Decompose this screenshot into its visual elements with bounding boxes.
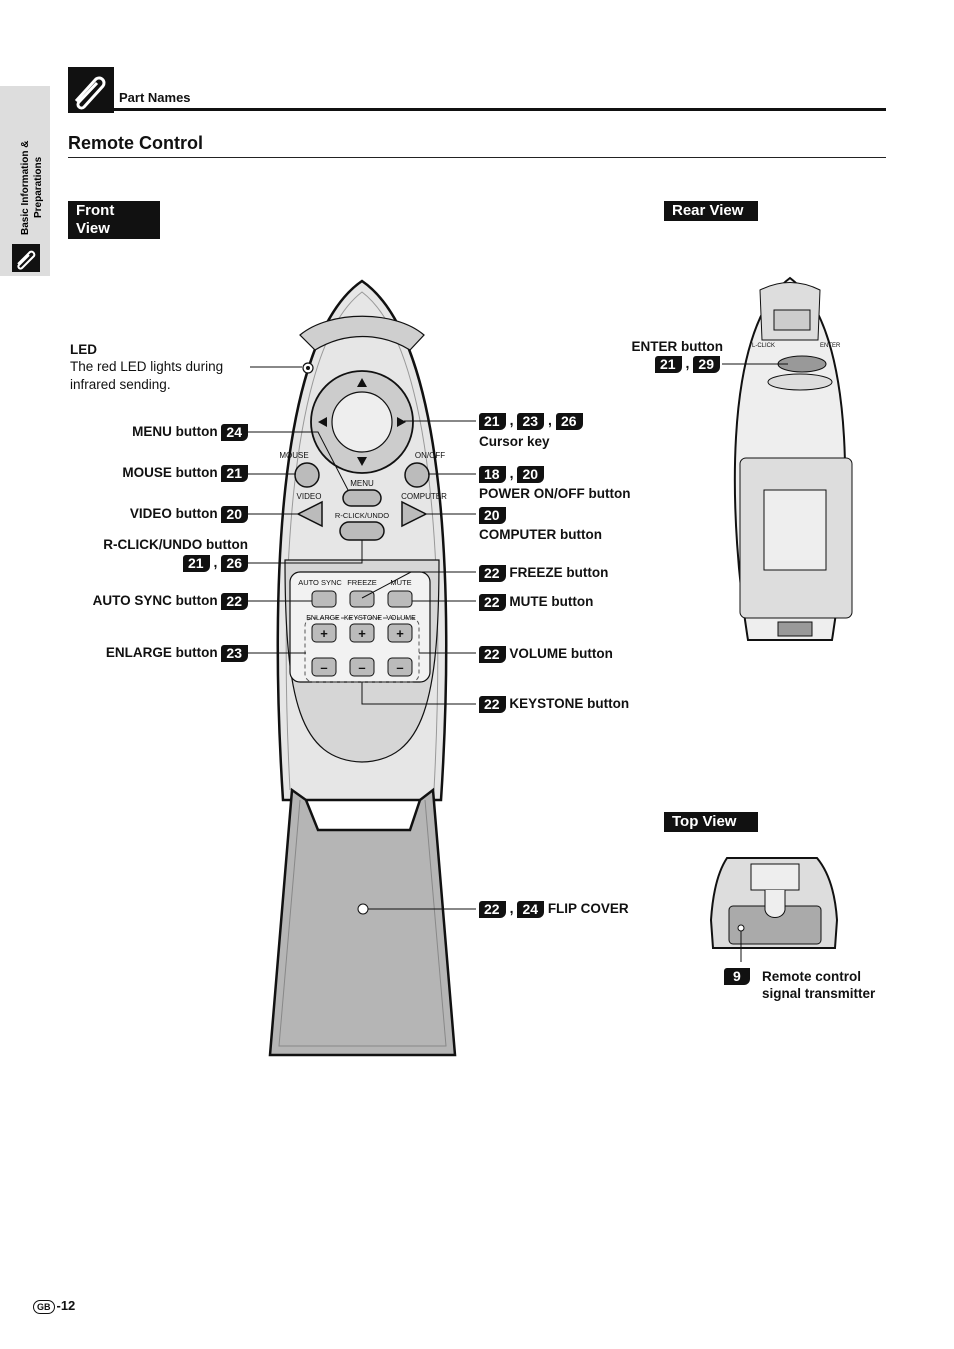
transmitter-ref: 9 (724, 967, 750, 985)
computer-refs: 20 (479, 506, 506, 524)
keystone-callout: 22 KEYSTONE button (479, 695, 629, 713)
mouse-text: MOUSE (279, 451, 308, 460)
cursor-ref-3: 26 (555, 412, 583, 430)
mouse-ref: 21 (221, 464, 248, 482)
computer-label: COMPUTER button (479, 527, 602, 542)
cursor-ref-1: 21 (479, 412, 506, 430)
page-number: GB-12 (33, 1298, 75, 1314)
rear-remote-illustration: L-CLICK ENTER (733, 276, 853, 641)
freeze-label: FREEZE button (509, 565, 609, 580)
rclick-callout-label: R-CLICK/UNDO button (103, 537, 248, 552)
enlarge-callout-label: ENLARGE button (105, 645, 218, 660)
video-text: VIDEO (297, 492, 322, 501)
keystone-ref: 22 (479, 695, 506, 713)
page-title: Remote Control (68, 133, 203, 153)
led-label: LED (70, 342, 97, 357)
mute-label: MUTE button (509, 594, 594, 609)
section-label: Part Names (119, 90, 191, 105)
menu-ref: 24 (221, 423, 248, 441)
enter-callout-refs: 21,29 (654, 355, 720, 373)
volume-ref: 22 (479, 645, 506, 663)
enter-callout-label: ENTER button (631, 339, 723, 354)
volume-label: VOLUME button (509, 646, 613, 661)
flipcover-ref-1: 22 (479, 900, 506, 918)
enlarge-ref: 23 (221, 644, 248, 662)
volume-callout: 22 VOLUME button (479, 645, 613, 663)
computer-text: COMPUTER (401, 492, 447, 501)
page-number-text: -12 (56, 1298, 76, 1313)
led-desc-2: infrared sending. (70, 377, 171, 392)
mute-callout: 22 MUTE button (479, 593, 593, 611)
power-refs: 18,20 (479, 465, 545, 483)
mouse-callout-label: MOUSE button (122, 465, 218, 480)
computer-ref: 20 (479, 506, 506, 524)
transmitter-label-1: Remote control (762, 969, 862, 984)
svg-text:–: – (358, 660, 365, 675)
enlarge-callout: ENLARGE button 23 (106, 644, 248, 662)
cursor-refs: 21,23,26 (479, 412, 583, 430)
front-view-tag: Front View (68, 201, 160, 239)
paperclip-icon (68, 67, 114, 113)
volume-text: VOLUME (386, 615, 416, 622)
enter-ref-1: 21 (654, 355, 682, 373)
transmitter-ref-wrap: 9 (724, 967, 750, 985)
transmitter-label-2: signal transmitter (762, 986, 876, 1001)
menu-callout: MENU button 24 (132, 423, 248, 441)
menu-text: MENU (350, 479, 374, 488)
power-ref-2: 20 (517, 465, 545, 483)
keystone-label: KEYSTONE button (509, 696, 630, 711)
power-ref-1: 18 (479, 465, 506, 483)
video-callout: VIDEO button 20 (130, 505, 248, 523)
power-label: POWER ON/OFF button (479, 486, 631, 501)
autosync-ref: 22 (221, 592, 248, 610)
onoff-text: ON/OFF (415, 451, 445, 460)
header-rule (114, 108, 886, 111)
svg-text:–: – (396, 660, 403, 675)
led-desc-1: The red LED lights during (70, 359, 224, 374)
svg-text:–: – (320, 660, 327, 675)
video-ref: 20 (221, 505, 248, 523)
autosync-text: AUTO SYNC (298, 578, 342, 587)
rear-view-tag: Rear View (664, 201, 758, 221)
mute-text: MUTE (390, 578, 411, 587)
lclick-text: L-CLICK (752, 343, 775, 349)
title-rule (68, 157, 886, 158)
svg-text:+: + (358, 626, 366, 641)
svg-text:+: + (320, 626, 328, 641)
autosync-callout: AUTO SYNC button 22 (93, 592, 248, 610)
enter-text: ENTER (820, 343, 841, 349)
enter-leader (722, 363, 788, 365)
mute-ref: 22 (479, 593, 506, 611)
svg-text:+: + (396, 626, 404, 641)
cursor-ref-2: 23 (517, 412, 545, 430)
menu-callout-label: MENU button (132, 424, 218, 439)
freeze-text: FREEZE (347, 578, 377, 587)
side-tab-line1: Basic Information & (20, 141, 31, 235)
freeze-callout: 22 FREEZE button (479, 564, 608, 582)
video-callout-label: VIDEO button (129, 506, 218, 521)
flipcover-ref-2: 24 (517, 900, 545, 918)
region-badge: GB (33, 1300, 55, 1314)
rclick-ref-2: 26 (221, 554, 248, 572)
enlarge-text: ENLARGE (306, 615, 340, 622)
autosync-callout-label: AUTO SYNC button (92, 593, 218, 608)
rclick-ref-1: 21 (182, 554, 210, 572)
flipcover-label: FLIP COVER (547, 901, 629, 916)
top-view-tag: Top View (664, 812, 758, 832)
rclick-callout-refs: 21,26 (182, 554, 248, 572)
freeze-ref: 22 (479, 564, 506, 582)
paperclip-icon (12, 244, 40, 272)
flipcover-callout: 22,24 FLIP COVER (479, 900, 629, 918)
mouse-callout: MOUSE button 21 (122, 464, 248, 482)
cursor-label: Cursor key (479, 434, 550, 449)
side-tab-text: Basic Information & Preparations (20, 141, 44, 235)
enter-ref-2: 29 (693, 355, 720, 373)
side-tab-line2: Preparations (33, 156, 44, 218)
keystone-text: KEYSTONE (344, 615, 382, 622)
top-remote-illustration (709, 857, 839, 962)
rclick-text: R-CLICK/UNDO (335, 511, 389, 520)
